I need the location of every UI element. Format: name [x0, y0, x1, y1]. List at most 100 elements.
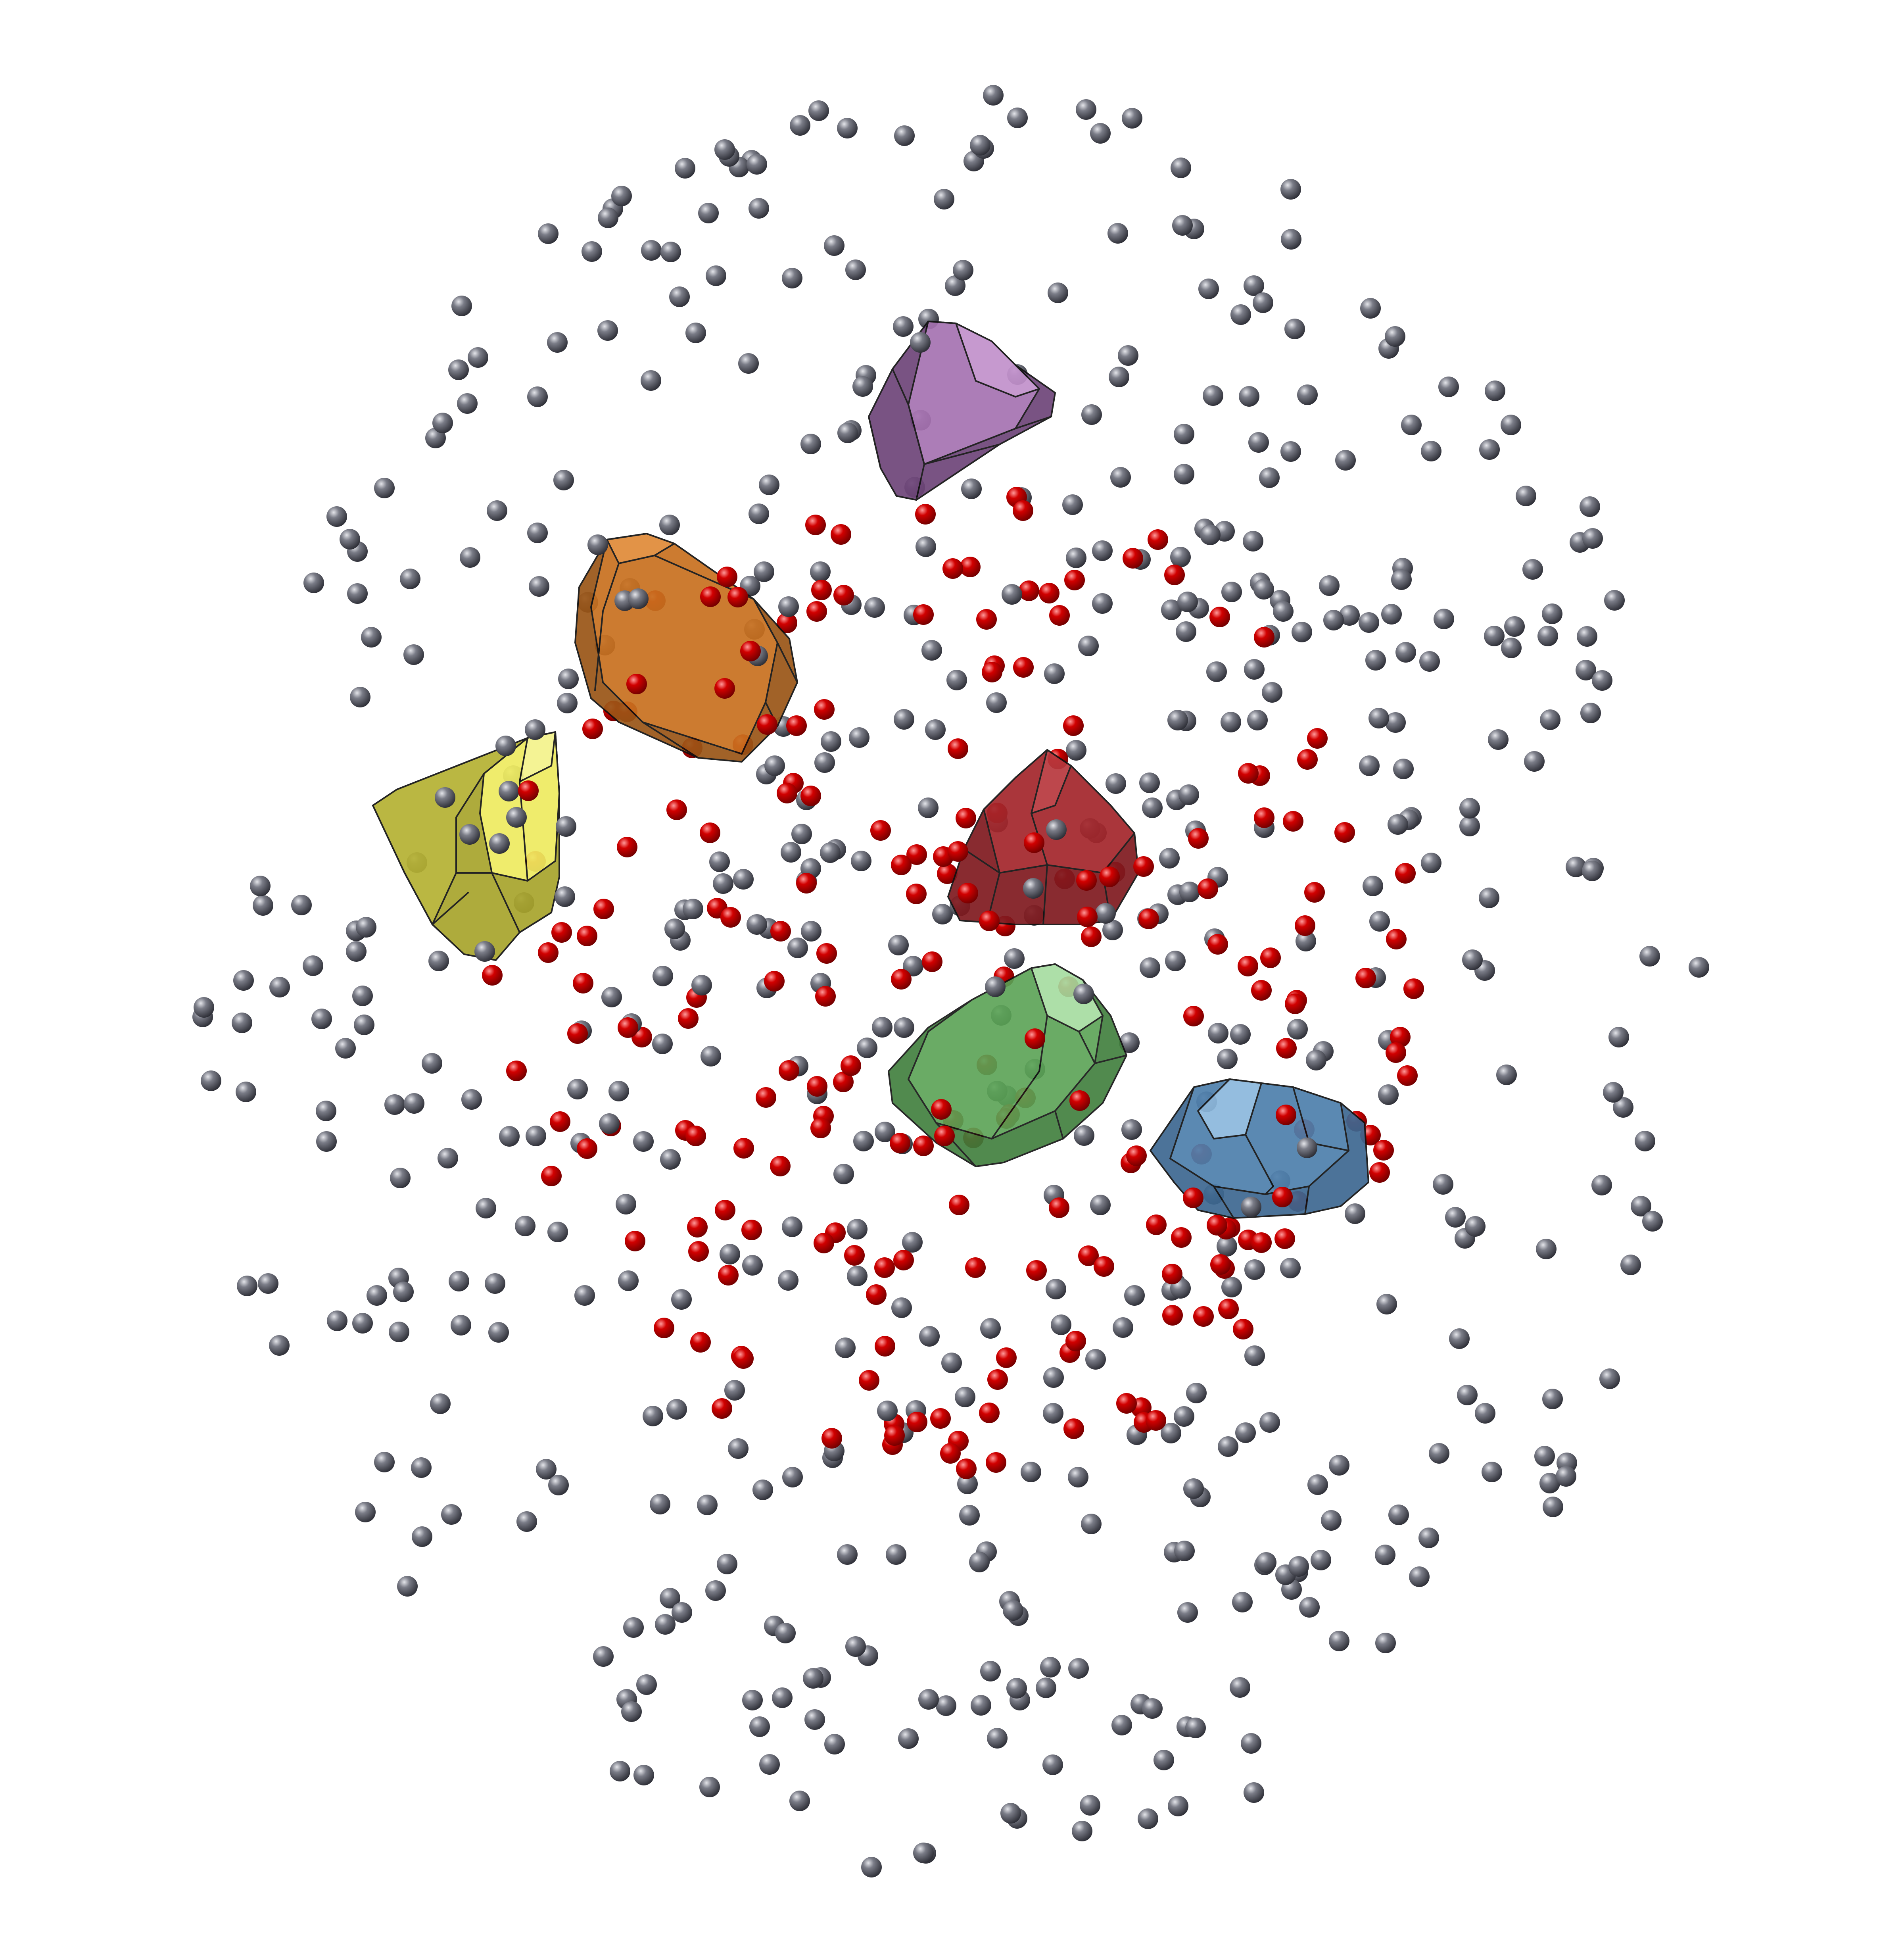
atom-gray — [438, 1148, 458, 1168]
atom-gray — [525, 719, 545, 740]
atom-gray — [1613, 1097, 1633, 1118]
atom-gray — [1323, 610, 1344, 630]
oxygen-atom-red — [1024, 832, 1044, 853]
oxygen-atom-red — [956, 1458, 977, 1479]
atom-gray — [671, 1289, 692, 1310]
atom-gray — [610, 1761, 630, 1781]
oxygen-atom-red — [979, 911, 1000, 931]
atom-gray — [553, 470, 574, 490]
oxygen-atom-red — [1283, 811, 1303, 832]
atom-gray — [1239, 386, 1259, 407]
atom-gray — [1118, 345, 1138, 366]
atom-gray — [724, 1380, 745, 1401]
atom-gray — [886, 1544, 906, 1565]
atom-gray — [1378, 1084, 1399, 1105]
atom-gray — [1401, 415, 1422, 435]
atom-gray — [201, 1070, 221, 1091]
oxygen-atom-red — [1395, 863, 1416, 884]
atom-gray — [1591, 1175, 1612, 1195]
atom-gray — [683, 899, 703, 919]
atom-gray — [916, 536, 936, 557]
atom-gray — [1036, 1678, 1056, 1698]
atom-gray — [538, 223, 559, 244]
oxygen-atom-red — [717, 567, 737, 587]
atom-gray — [801, 921, 821, 942]
atom-gray — [1177, 592, 1198, 612]
atom-gray — [374, 478, 395, 498]
atom-gray — [1106, 773, 1126, 794]
oxygen-atom-red — [949, 1195, 969, 1215]
oxygen-atom-red — [1276, 1038, 1297, 1059]
oxygen-atom-red — [1162, 1264, 1182, 1284]
atom-gray — [412, 1526, 432, 1547]
atom-gray — [804, 1709, 825, 1730]
oxygen-atom-red — [1397, 1065, 1418, 1086]
oxygen-atom-red — [956, 808, 976, 828]
atom-gray — [747, 914, 767, 935]
oxygen-atom-red — [958, 883, 978, 903]
atom-gray — [529, 576, 549, 597]
oxygen-atom-red — [1183, 1188, 1203, 1208]
atom-gray — [1124, 1285, 1145, 1306]
oxygen-atom-red — [1386, 929, 1407, 949]
oxygen-atom-red — [976, 609, 997, 630]
atom-gray — [1381, 604, 1402, 625]
atom-gray — [782, 1216, 802, 1237]
atom-gray — [852, 376, 873, 397]
atom-gray — [258, 1273, 278, 1294]
atom-gray — [636, 1674, 657, 1695]
atom-gray — [428, 951, 449, 971]
atom-gray — [701, 1046, 721, 1066]
atom-gray — [1465, 1216, 1486, 1237]
oxygen-atom-red — [1334, 822, 1355, 843]
oxygen-atom-red — [1285, 993, 1305, 1014]
atom-gray — [347, 583, 368, 604]
oxygen-atom-red — [913, 604, 934, 625]
oxygen-atom-red — [907, 1412, 927, 1432]
atom-gray — [932, 904, 953, 924]
atom-gray — [1241, 1197, 1261, 1217]
oxygen-atom-red — [678, 1008, 699, 1029]
voronoi-cell-yellow — [372, 731, 560, 961]
atom-gray — [1046, 1279, 1066, 1299]
oxygen-atom-red — [573, 973, 593, 993]
atom-gray — [1345, 1203, 1365, 1224]
atom-gray — [311, 1009, 332, 1029]
atom-gray — [957, 1474, 978, 1494]
oxygen-atom-red — [1171, 1227, 1192, 1248]
atom-gray — [1603, 1082, 1624, 1103]
atom-gray — [921, 640, 942, 661]
atom-gray — [355, 1502, 376, 1522]
oxygen-atom-red — [779, 1060, 799, 1081]
oxygen-atom-red — [577, 926, 597, 946]
atom-gray — [1062, 494, 1083, 515]
atom-gray — [1504, 616, 1525, 637]
atom-gray — [1109, 367, 1129, 387]
atom-gray — [1092, 540, 1113, 561]
atom-gray — [945, 275, 965, 296]
atom-gray — [791, 824, 812, 844]
atom-gray — [861, 1857, 882, 1877]
atom-gray — [411, 1457, 432, 1478]
atom-gray — [1311, 1550, 1331, 1570]
oxygen-atom-red — [1063, 715, 1084, 736]
atom-gray — [352, 1313, 373, 1334]
atom-gray — [1170, 547, 1191, 567]
oxygen-atom-red — [934, 1126, 955, 1146]
atom-gray — [449, 1271, 469, 1291]
atom-gray — [1542, 603, 1562, 624]
oxygen-atom-red — [654, 1318, 674, 1338]
atom-gray — [1217, 1049, 1238, 1069]
oxygen-atom-red — [1390, 1027, 1411, 1047]
atom-gray — [1421, 853, 1441, 873]
atom-gray — [536, 1459, 557, 1480]
oxygen-atom-red — [930, 1408, 951, 1429]
atom-gray — [303, 955, 323, 976]
atom-gray — [1536, 1239, 1557, 1259]
oxygen-atom-red — [1251, 980, 1272, 1001]
atom-gray — [1090, 1195, 1111, 1215]
atom-gray — [1620, 1255, 1641, 1275]
atom-gray — [1159, 848, 1180, 869]
atom-gray — [1044, 663, 1065, 684]
